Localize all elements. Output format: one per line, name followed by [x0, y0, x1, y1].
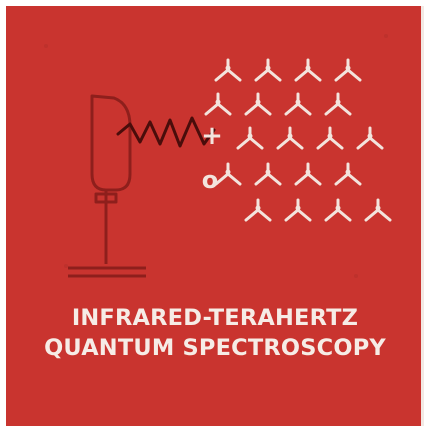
illustration: + o — [44, 34, 392, 278]
circle-symbol: o — [202, 166, 219, 194]
title-line-1: INFRARED-TERAHERTZ — [71, 305, 359, 331]
background-texture — [44, 34, 388, 278]
molecule-dots — [215, 65, 381, 211]
title-line-2: QUANTUM SPECTROSCOPY — [44, 335, 386, 361]
plus-symbol: + — [201, 121, 223, 151]
laser-device-icon — [68, 94, 146, 278]
cover-panel: + o INFRARED-TERAHERTZ QUANTUM SPECTROSC… — [6, 6, 424, 426]
right-edge — [421, 6, 424, 426]
molecule-lattice-icon — [204, 58, 392, 222]
wave-icon — [116, 116, 216, 148]
